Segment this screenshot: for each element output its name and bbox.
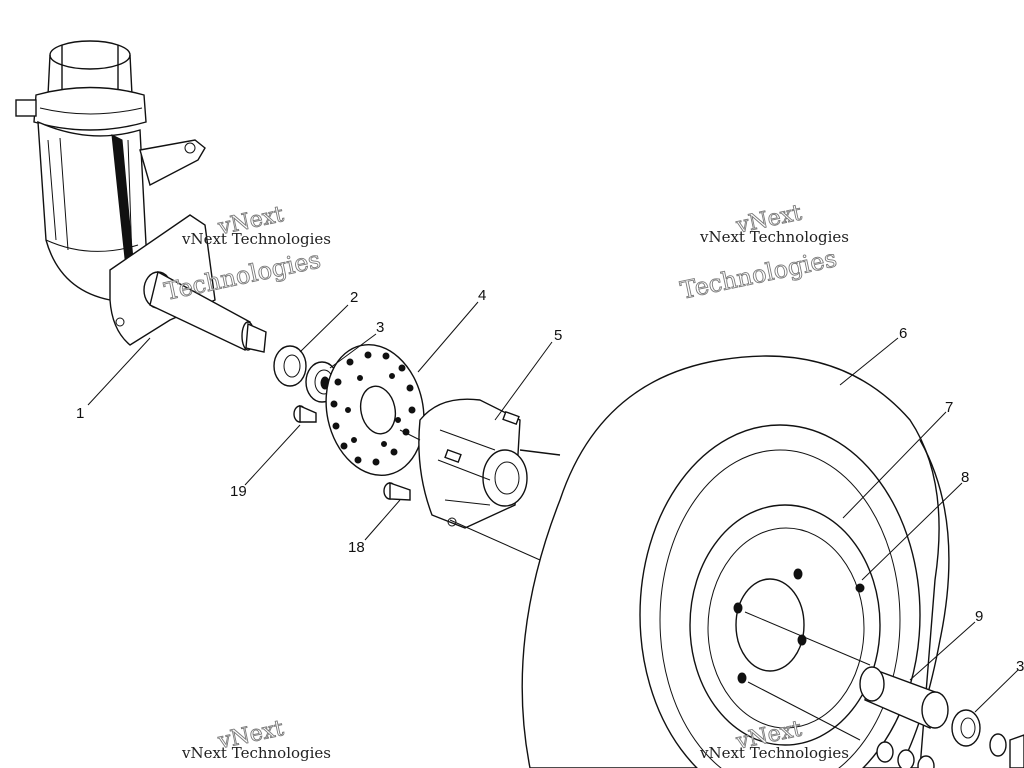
bearing-right-part (951, 709, 981, 747)
callout-2: 2 (350, 289, 358, 306)
seal-part (273, 345, 307, 387)
svg-text:Technologies: Technologies (678, 244, 839, 304)
rim-part (689, 504, 881, 746)
brake-disc-part (325, 343, 425, 477)
callout-7: 7 (945, 399, 953, 416)
callout-19: 19 (230, 483, 247, 500)
washer-nut-parts (876, 733, 1024, 768)
leader-lines (87, 301, 1019, 713)
bolt-19-part (293, 404, 317, 423)
svg-text:vNext Technologies: vNext Technologies (181, 230, 331, 248)
svg-text:vNext Technologies: vNext Technologies (181, 744, 331, 762)
valve-stem-part (855, 583, 865, 593)
svg-text:vNext Technologies: vNext Technologies (699, 228, 849, 246)
callout-5: 5 (554, 327, 562, 344)
bolt-18-part (383, 482, 411, 501)
callout-3: 3 (376, 319, 384, 336)
callout-1: 1 (76, 405, 84, 422)
callout-9: 9 (975, 608, 983, 625)
watermark-right-top: vNext vNext Technologies Technologies (677, 200, 849, 305)
axis-lines (399, 429, 871, 741)
hub-part (418, 398, 561, 529)
svg-text:vNext Technologies: vNext Technologies (699, 744, 849, 762)
callout-18: 18 (348, 539, 365, 556)
spindle-yoke-part (15, 40, 267, 353)
callout-3b: 3 (1016, 658, 1024, 675)
watermark-right-bottom: vNext vNext Technologies (699, 716, 849, 762)
spacer-part (859, 666, 949, 730)
callout-4: 4 (478, 287, 486, 304)
callout-8: 8 (961, 469, 969, 486)
callout-6: 6 (899, 325, 907, 342)
watermark-left-bottom: vNext vNext Technologies (181, 716, 331, 762)
